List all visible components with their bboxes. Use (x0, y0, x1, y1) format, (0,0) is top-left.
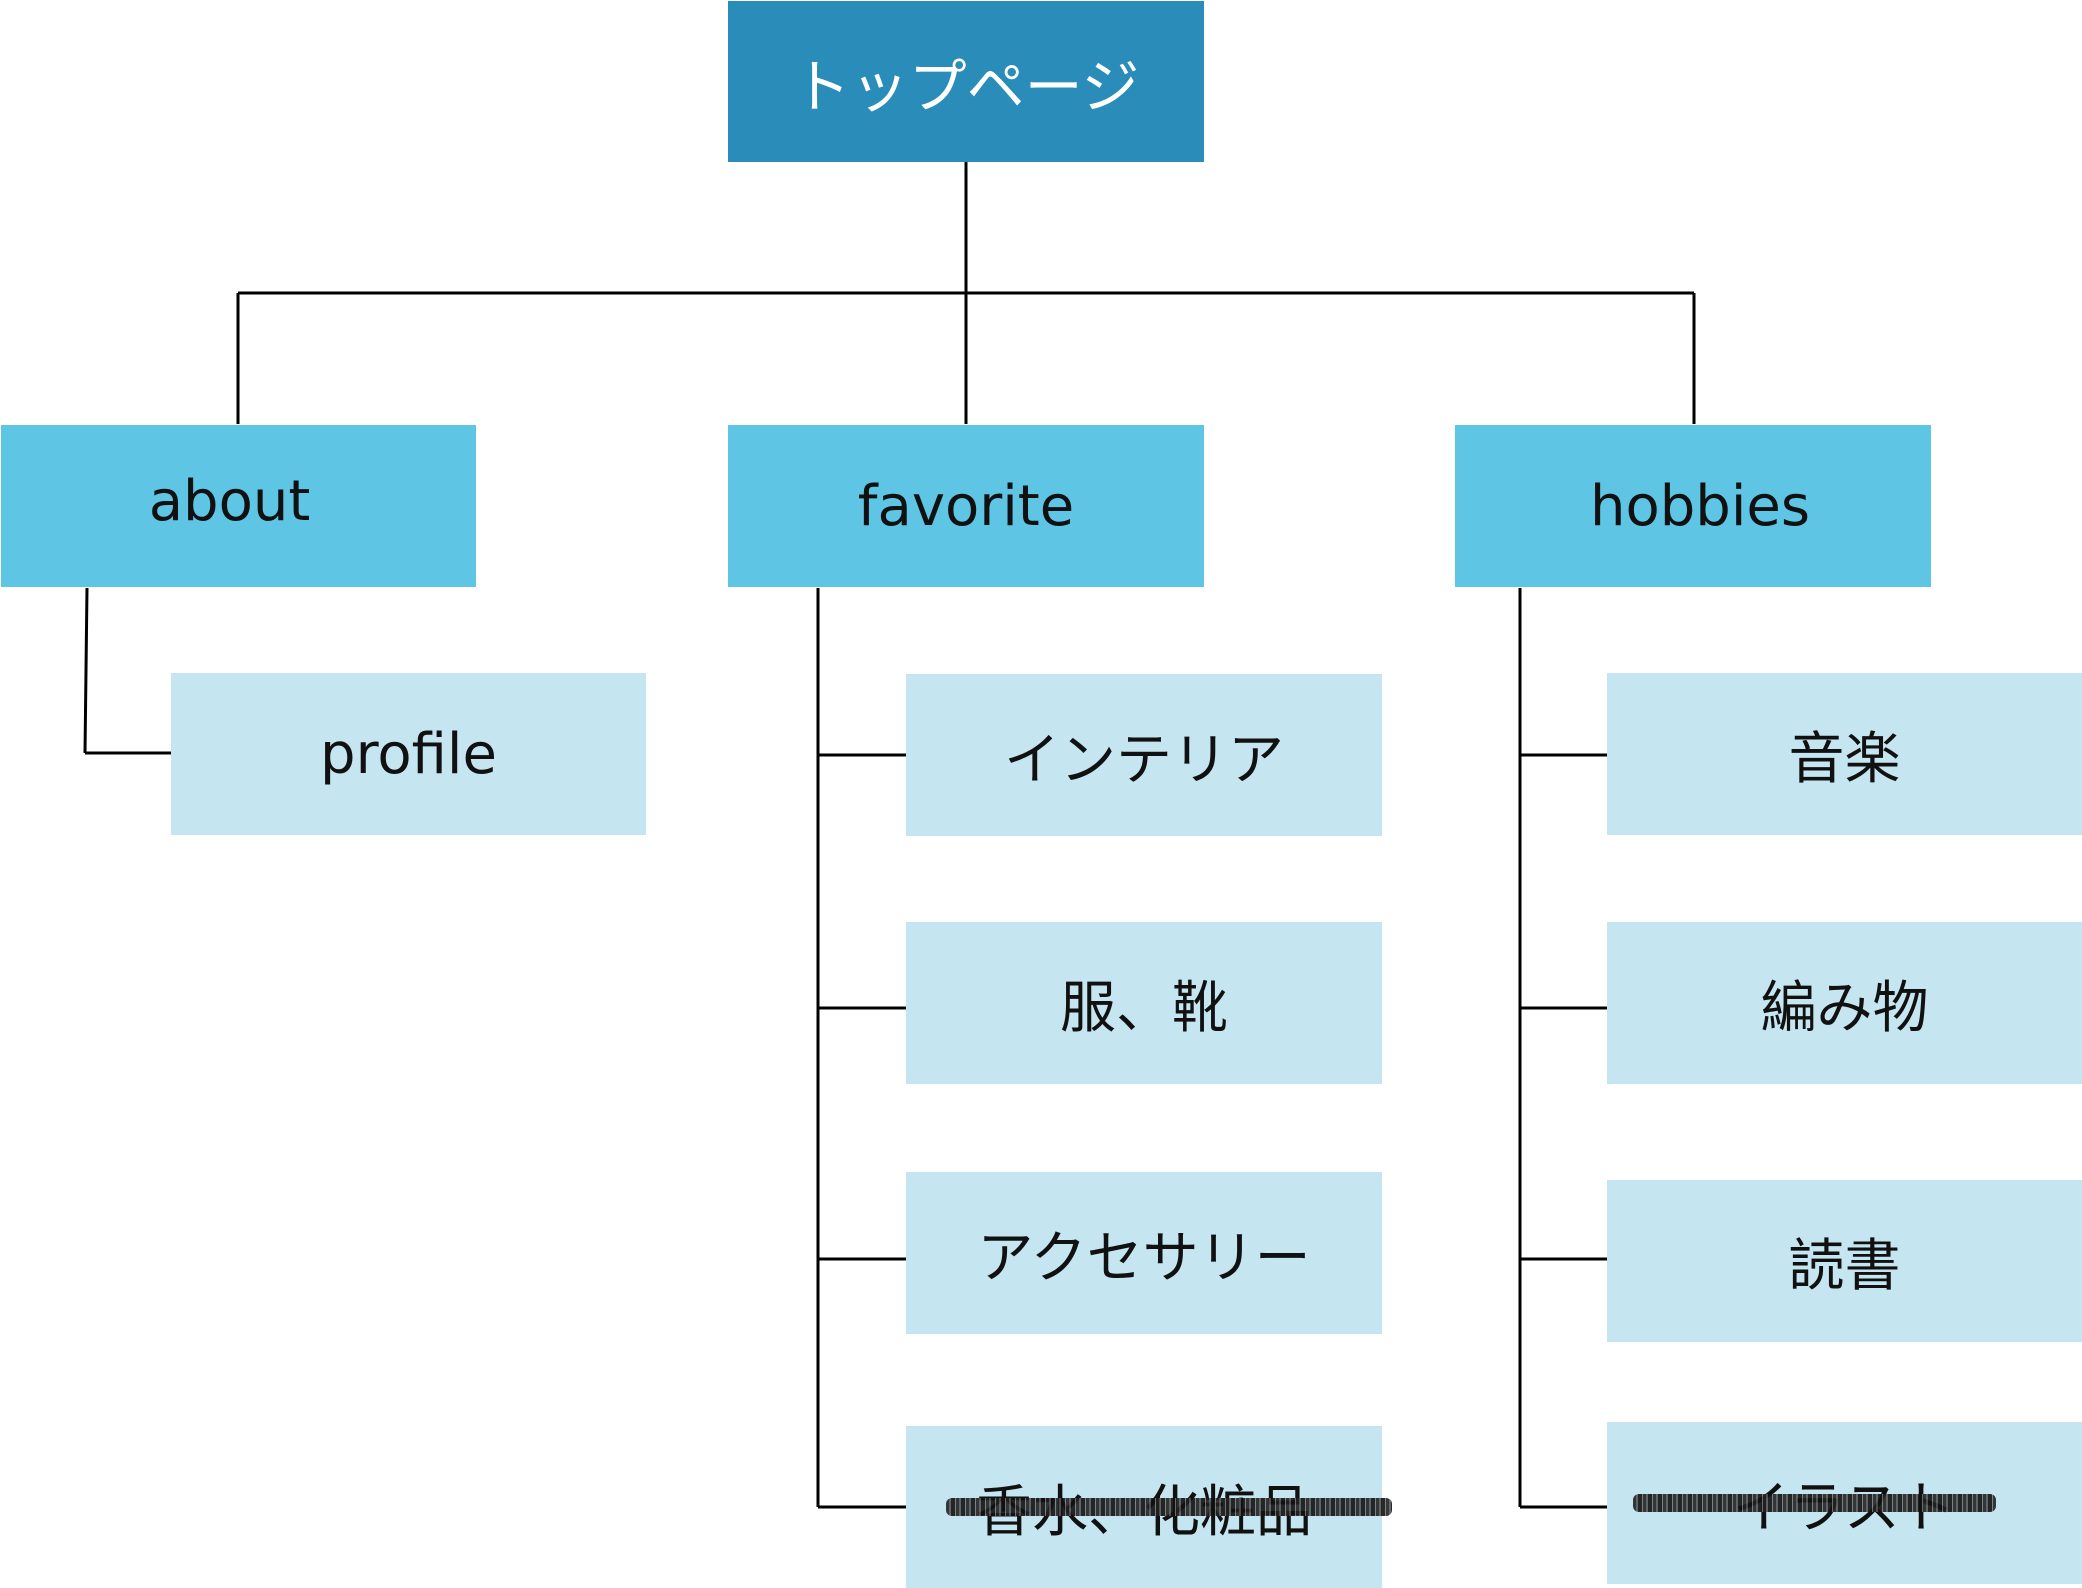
page-node-perfume-cosmetics[interactable]: 香水、化粧品 (906, 1426, 1392, 1588)
page-node-accessories[interactable]: アクセサリー (906, 1172, 1382, 1334)
page-label-perfume-cosmetics-wrap: 香水、化粧品 (946, 1467, 1392, 1548)
page-label-illustration-wrap: イラスト (1633, 1463, 1996, 1544)
page-label-reading: 読書 (1788, 1233, 1901, 1299)
page-label-music: 音楽 (1788, 726, 1901, 792)
page-label-knitting: 編み物 (1760, 975, 1929, 1041)
root-node[interactable]: トップページ (728, 1, 1204, 162)
page-label-clothes-shoes: 服、靴 (1060, 975, 1228, 1041)
page-node-illustration[interactable]: イラスト (1607, 1422, 2082, 1584)
section-label-hobbies: hobbies (1589, 473, 1811, 539)
root-label: トップページ (792, 52, 1140, 121)
connector-about-trunk (83, 587, 89, 754)
scribble-strikethrough (946, 1498, 1392, 1516)
page-node-reading[interactable]: 読書 (1607, 1180, 2082, 1342)
page-node-interior[interactable]: インテリア (906, 674, 1382, 836)
section-label-favorite: favorite (857, 473, 1075, 539)
page-label-accessories: アクセサリー (977, 1225, 1311, 1291)
page-node-music[interactable]: 音楽 (1607, 673, 2082, 835)
section-node-favorite[interactable]: favorite (728, 425, 1204, 587)
section-node-hobbies[interactable]: hobbies (1455, 425, 1931, 587)
scribble-strikethrough (1633, 1494, 1996, 1512)
page-node-profile[interactable]: profile (171, 673, 646, 835)
section-label-about: about (148, 468, 311, 534)
page-node-knitting[interactable]: 編み物 (1607, 922, 2082, 1084)
page-label-profile: profile (320, 721, 497, 787)
page-node-clothes-shoes[interactable]: 服、靴 (906, 922, 1382, 1084)
page-label-interior: インテリア (1004, 727, 1284, 793)
section-node-about[interactable]: about (1, 425, 476, 587)
